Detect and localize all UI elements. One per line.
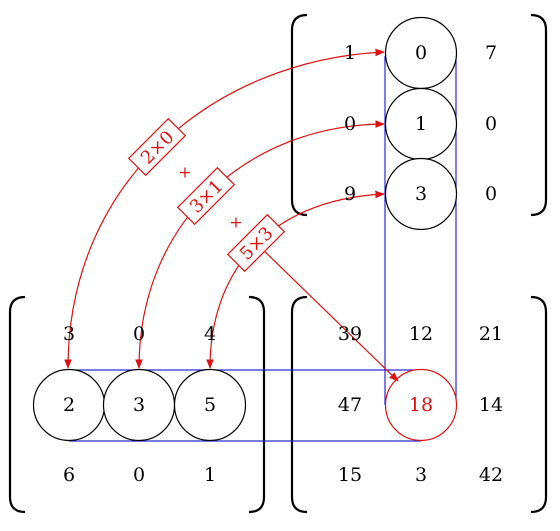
- c-cell-r3c2: 3: [415, 464, 427, 486]
- a-cell-r1c2: 0: [133, 323, 145, 345]
- c-cell-r1c3: 21: [479, 323, 503, 345]
- c-cell-r3c1: 15: [338, 464, 362, 486]
- b-cell-r1c1: 1: [344, 42, 356, 64]
- a-row-circle-3: [173, 368, 247, 442]
- plus-sign-2: +: [229, 213, 242, 232]
- matrix-b-right-bracket: [530, 13, 548, 217]
- a-cell-r3c3: 1: [204, 464, 216, 486]
- c-cell-r1c2: 12: [409, 323, 433, 345]
- product-label-3: 5×3: [226, 213, 286, 273]
- b-cell-r1c2: 0: [415, 42, 427, 64]
- matrix-a-left-bracket: [8, 295, 26, 514]
- matrix-c-right-bracket: [530, 295, 548, 514]
- b-column-circle-3: [384, 157, 458, 231]
- a-cell-r3c2: 0: [133, 464, 145, 486]
- arrow-sum-to-result: [255, 242, 399, 382]
- a-cell-r2c1: 2: [63, 394, 75, 416]
- a-cell-r2c2: 3: [133, 394, 145, 416]
- matrix-a-right-bracket: [248, 295, 266, 514]
- a-cell-r3c1: 6: [63, 464, 75, 486]
- result-circle: [384, 368, 458, 442]
- c-cell-r3c3: 42: [479, 464, 503, 486]
- a-cell-r1c1: 3: [63, 323, 75, 345]
- c-cell-r2c3: 14: [479, 394, 503, 416]
- b-cell-r1c3: 7: [485, 42, 497, 64]
- c-cell-r2c2-result: 18: [409, 394, 433, 416]
- b-cell-r2c1: 0: [344, 113, 356, 135]
- a-cell-r1c3: 4: [204, 323, 216, 345]
- a-cell-r2c3: 5: [204, 394, 216, 416]
- column-highlight-band: [384, 56, 457, 405]
- matrix-b-left-bracket: [290, 13, 308, 217]
- b-cell-r2c3: 0: [485, 113, 497, 135]
- plus-sign-1: +: [178, 163, 191, 182]
- b-cell-r3c1: 9: [344, 183, 356, 205]
- c-cell-r1c1: 39: [338, 323, 362, 345]
- b-cell-r2c2: 1: [415, 113, 427, 135]
- row-highlight-band: [69, 369, 421, 442]
- product-label-1: 2×0: [127, 117, 187, 177]
- matrix-c-left-bracket: [290, 295, 308, 514]
- b-cell-r3c2: 3: [415, 183, 427, 205]
- c-cell-r2c1: 47: [338, 394, 362, 416]
- b-cell-r3c3: 0: [485, 183, 497, 205]
